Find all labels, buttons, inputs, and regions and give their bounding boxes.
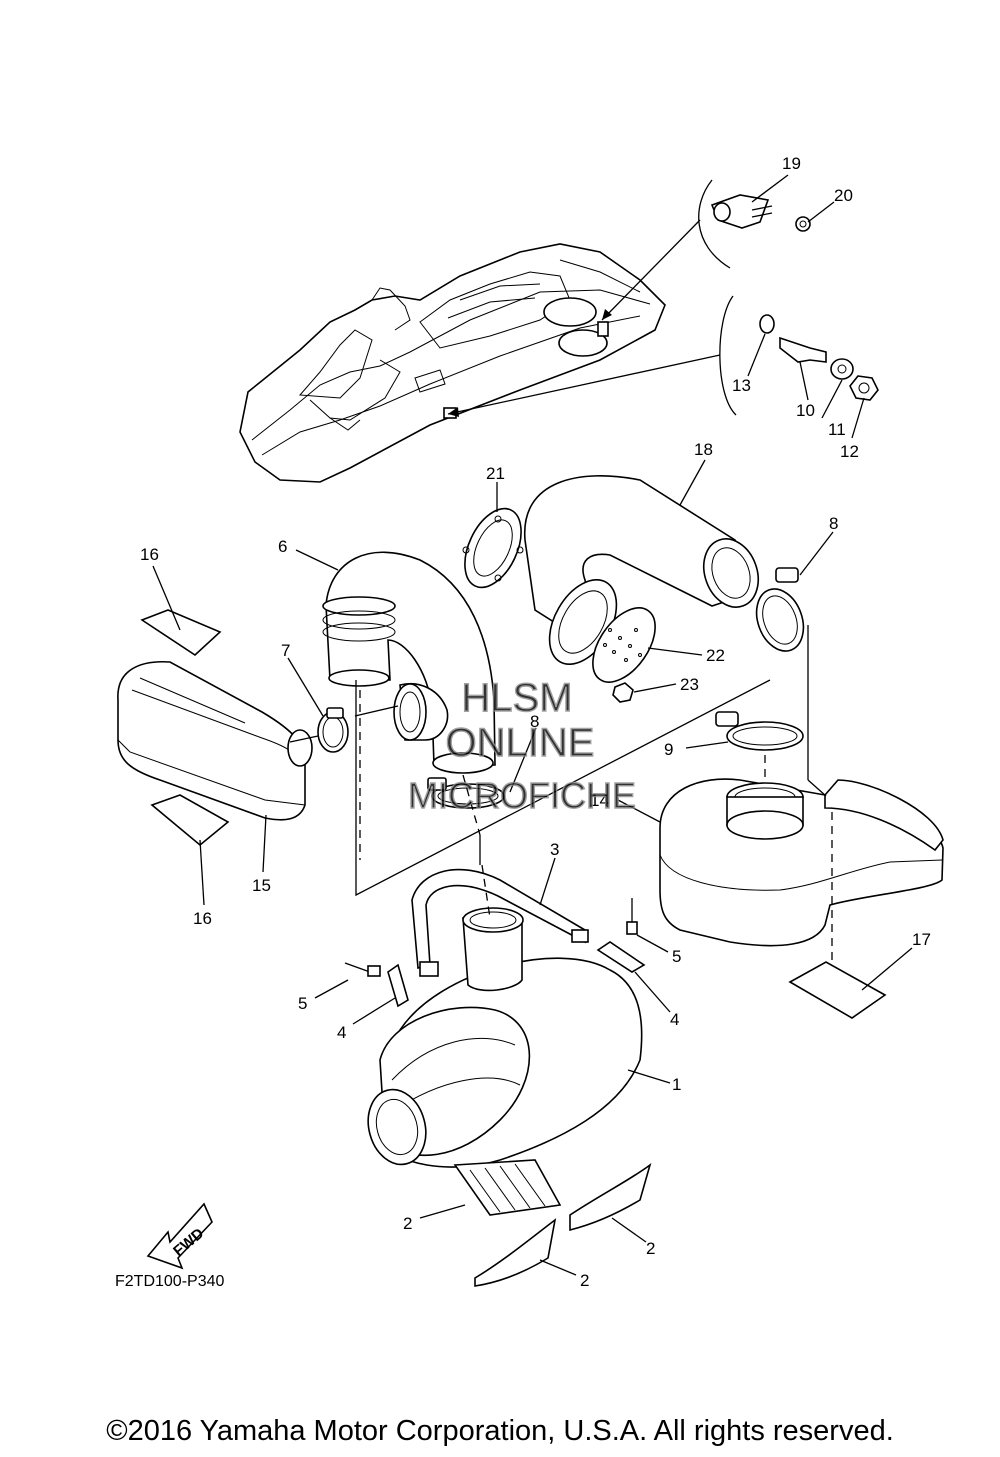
callout-6: 6 bbox=[278, 537, 287, 556]
detail-leaders bbox=[447, 219, 721, 417]
callout-19: 19 bbox=[782, 154, 801, 173]
assembly-lines bbox=[289, 625, 833, 960]
detail-bracket-upper bbox=[698, 179, 811, 269]
callout-leaders bbox=[152, 174, 913, 1276]
part-2-protector-c bbox=[474, 1218, 557, 1287]
callout-12: 12 bbox=[840, 442, 859, 461]
watermark-line-3: MICROFICHE bbox=[408, 775, 636, 816]
part-16-pad-upper bbox=[140, 609, 222, 657]
part-1-muffler bbox=[367, 907, 643, 1168]
part-17-pad bbox=[788, 961, 887, 1019]
callout-2-bottom: 2 bbox=[580, 1271, 589, 1290]
callout-9: 9 bbox=[664, 740, 673, 759]
callout-8-upper: 8 bbox=[829, 514, 838, 533]
pipe-connector bbox=[393, 683, 449, 741]
part-8-clamp-lower bbox=[427, 777, 505, 809]
callout-4-right: 4 bbox=[670, 1010, 679, 1029]
part-15-resonator bbox=[117, 660, 313, 821]
callout-1: 1 bbox=[672, 1075, 681, 1094]
callout-18: 18 bbox=[694, 440, 713, 459]
callout-13: 13 bbox=[732, 376, 751, 395]
part-22-plate bbox=[592, 607, 656, 683]
part-8-clamp-upper bbox=[755, 567, 805, 652]
callout-16-upper: 16 bbox=[140, 545, 159, 564]
part-6-elbow-pipe bbox=[322, 551, 496, 774]
callout-5-left: 5 bbox=[298, 994, 307, 1013]
watermark: HLSM ONLINE MICROFICHE bbox=[407, 675, 636, 816]
callout-17: 17 bbox=[912, 930, 931, 949]
callout-14: 14 bbox=[590, 791, 609, 810]
callout-20: 20 bbox=[834, 186, 853, 205]
part-5-rivet-right bbox=[626, 898, 638, 935]
callout-5-right: 5 bbox=[672, 947, 681, 966]
watermark-line-2: ONLINE bbox=[446, 721, 595, 765]
callout-4-left: 4 bbox=[337, 1023, 346, 1042]
diagram-ref-code: F2TD100-P340 bbox=[115, 1273, 224, 1290]
detail-bracket-lower bbox=[719, 295, 879, 416]
part-23-nut bbox=[612, 682, 634, 703]
part-9-clamp bbox=[715, 711, 804, 751]
callout-labels: 19 20 13 10 11 12 18 21 8 16 6 7 22 23 8… bbox=[140, 154, 931, 1290]
part-7-clamp bbox=[317, 707, 349, 753]
part-16-pad-lower bbox=[150, 794, 230, 847]
callout-10: 10 bbox=[796, 401, 815, 420]
callout-2-right: 2 bbox=[646, 1239, 655, 1258]
callout-2-left: 2 bbox=[403, 1214, 412, 1233]
part-4-bracket-left bbox=[387, 963, 409, 1008]
part-2-protector-b bbox=[569, 1162, 652, 1232]
watercraft-overview bbox=[239, 243, 666, 483]
part-4-bracket-right bbox=[596, 941, 646, 973]
copyright-notice: ©2016 Yamaha Motor Corporation, U.S.A. A… bbox=[106, 1415, 894, 1447]
callout-22: 22 bbox=[706, 646, 725, 665]
part-5-rivet-left bbox=[344, 962, 381, 977]
callout-23: 23 bbox=[680, 675, 699, 694]
callout-11: 11 bbox=[828, 420, 846, 439]
part-3-strap bbox=[411, 868, 589, 977]
callout-21: 21 bbox=[486, 464, 505, 483]
callout-15: 15 bbox=[252, 876, 271, 895]
part-2-protector-a bbox=[453, 1159, 562, 1216]
callout-8-lower: 8 bbox=[530, 712, 539, 731]
callout-16-lower: 16 bbox=[193, 909, 212, 928]
part-21-gasket bbox=[462, 507, 524, 589]
part-14-water-lock bbox=[659, 778, 944, 947]
watermark-line-1: HLSM bbox=[461, 676, 572, 720]
callout-7: 7 bbox=[281, 641, 290, 660]
callout-3: 3 bbox=[550, 840, 559, 859]
fwd-arrow-icon bbox=[146, 1202, 213, 1270]
